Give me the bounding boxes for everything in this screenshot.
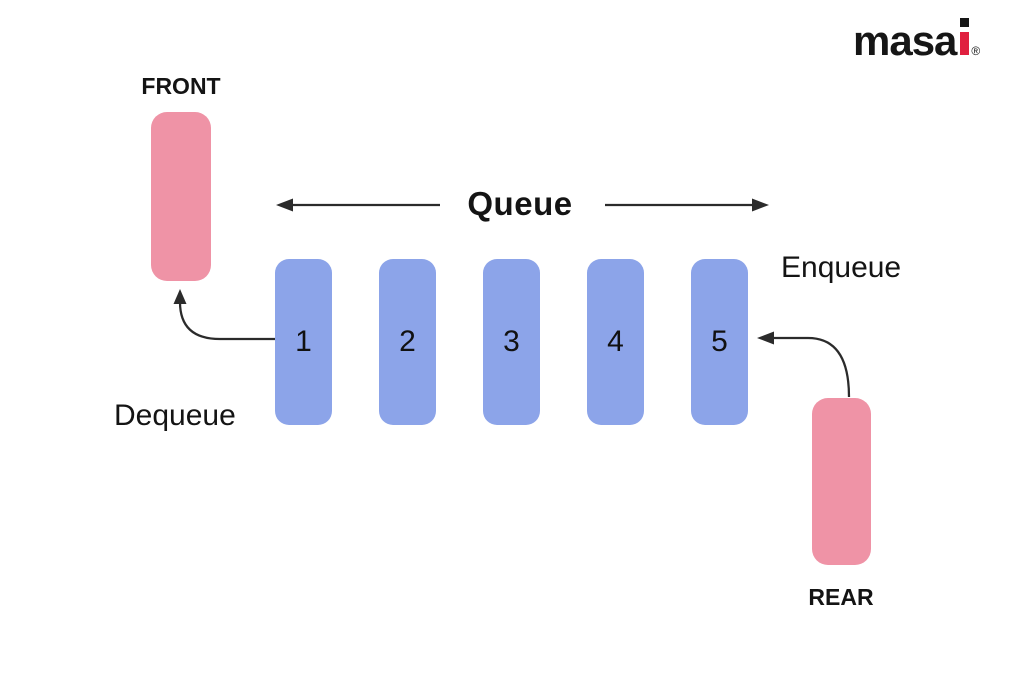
queue-cell-value: 1 <box>295 325 312 358</box>
masai-logo-i-dot <box>960 18 970 27</box>
queue-cell-value: 3 <box>503 325 520 358</box>
registered-mark: ® <box>971 44 981 58</box>
masai-logo-letter-i <box>960 18 970 55</box>
queue-title: Queue <box>467 185 573 222</box>
queue-cell: 1 <box>275 259 332 425</box>
masai-logo: masa ® <box>853 17 981 64</box>
queue-cell: 5 <box>691 259 748 425</box>
dequeue-label: Dequeue <box>114 399 236 432</box>
enqueue-arrow-curve <box>773 336 851 398</box>
rear-label: REAR <box>808 584 874 610</box>
rear-block <box>812 398 871 565</box>
queue-cell-value: 4 <box>607 325 624 358</box>
enqueue-arrow-head <box>757 331 774 345</box>
queue-cell: 4 <box>587 259 644 425</box>
queue-cell-value: 5 <box>711 325 728 358</box>
queue-right-arrow-head <box>752 198 769 212</box>
masai-logo-text: masa <box>853 17 957 64</box>
dequeue-arrow-curve <box>178 301 276 341</box>
queue-cell-value: 2 <box>399 325 416 358</box>
dequeue-arrow-head <box>173 289 187 304</box>
front-block <box>151 112 211 281</box>
front-label: FRONT <box>141 73 221 99</box>
queue-cell: 3 <box>483 259 540 425</box>
queue-left-arrow-head <box>276 198 293 212</box>
enqueue-label: Enqueue <box>781 251 902 284</box>
queue-cell: 2 <box>379 259 436 425</box>
